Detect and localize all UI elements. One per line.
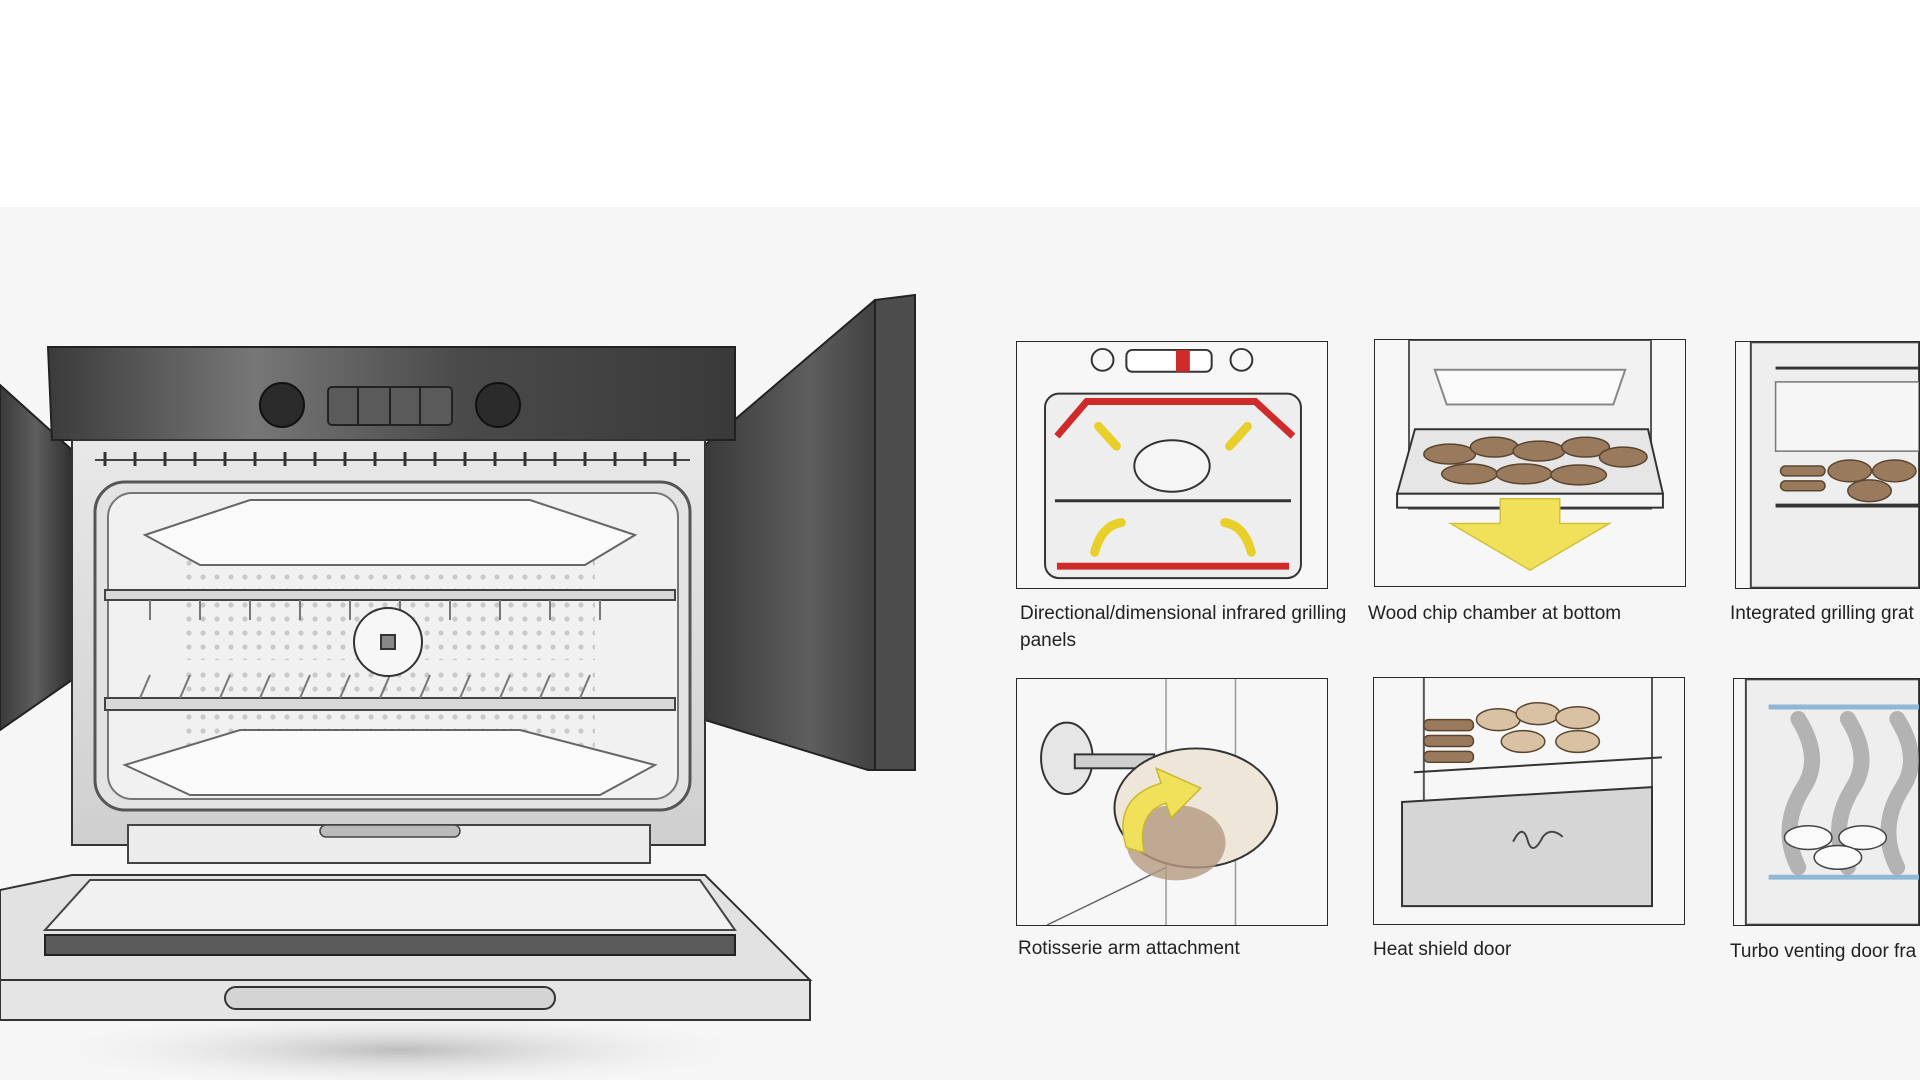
caption-grilling-grate: Integrated grilling grat — [1730, 603, 1914, 624]
panel-grilling-grate — [1735, 341, 1920, 589]
panel-rotisserie — [1016, 678, 1328, 926]
infrared-grilling-panels-sketch — [1044, 347, 1302, 580]
rotisserie-arm-sketch — [1040, 679, 1279, 925]
wood-chip-chamber-sketch — [1395, 340, 1665, 571]
oven-illustration — [0, 290, 930, 1085]
grilling-grate-sketch — [1749, 342, 1919, 588]
caption-heat-shield: Heat shield door — [1373, 939, 1512, 960]
caption-woodchip: Wood chip chamber at bottom — [1368, 603, 1622, 624]
caption-infrared: Directional/dimensional infrared grillin… — [1020, 603, 1347, 651]
panel-infrared — [1016, 341, 1328, 589]
caption-rotisserie: Rotisserie arm attachment — [1018, 938, 1240, 959]
panel-heat-shield — [1373, 677, 1685, 925]
panel-turbo-venting — [1733, 678, 1920, 926]
turbo-venting-door-sketch — [1744, 679, 1919, 925]
caption-turbo-venting: Turbo venting door fra — [1730, 941, 1917, 962]
heat-shield-door-sketch — [1401, 678, 1662, 908]
panel-woodchip — [1374, 339, 1686, 587]
